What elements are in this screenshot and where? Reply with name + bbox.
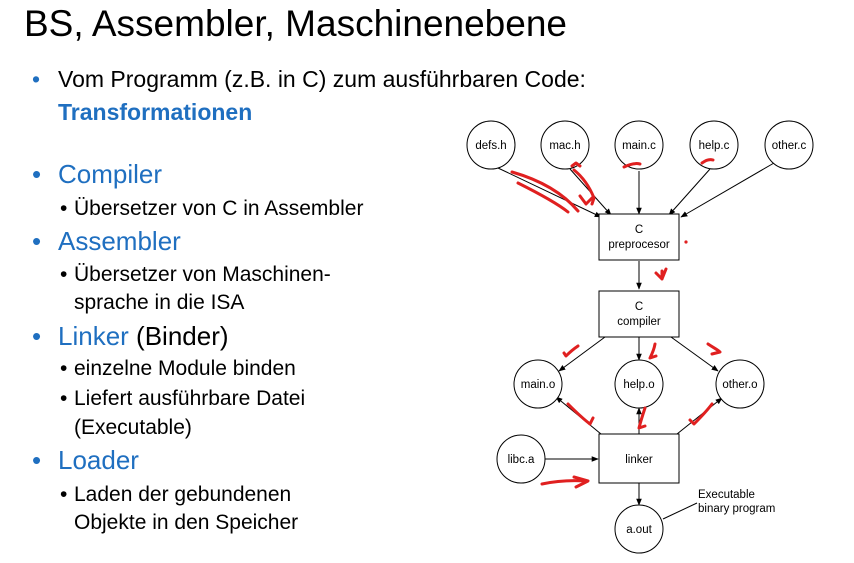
bullet-dot: •: [32, 445, 42, 475]
annotation-stroke: [688, 402, 714, 426]
edge-other-o-to-linker: [676, 397, 723, 435]
edge-compiler-to-main-o: [558, 336, 606, 372]
bullet-dot: •: [60, 483, 68, 506]
node-defs-h: [466, 120, 516, 170]
node-linker: [598, 433, 680, 484]
item-sub-continuation: Objekte in den Speicher: [74, 511, 299, 534]
annotation-stroke: [516, 181, 570, 214]
label-other-c: other.c: [772, 140, 807, 152]
bullet-dot: •: [32, 66, 41, 92]
node-main-c: [614, 120, 664, 170]
bullet-dot: •: [60, 387, 68, 410]
label-defs-h: defs.h: [475, 140, 506, 152]
intro-highlight: Transformationen: [58, 99, 253, 125]
node-preprocessor: [598, 213, 680, 261]
annotation-stroke: [700, 158, 715, 165]
item-sub-text: einzelne Module binden: [74, 357, 296, 380]
edge-compiler-to-other-o: [670, 336, 719, 372]
label-help-c: help.c: [699, 140, 730, 152]
label-main-o: main.o: [521, 379, 556, 391]
node-help-o: [614, 359, 664, 409]
slide-title: BS, Assembler, Maschinenebene: [24, 3, 567, 44]
label-compiler-line1: C: [635, 301, 643, 313]
annotation-stroke: [572, 168, 596, 206]
item-sub-continuation: sprache in die ISA: [74, 291, 245, 314]
bullet-dot: •: [60, 357, 68, 380]
bullet-dot: •: [60, 197, 68, 220]
node-help-c: [689, 120, 739, 170]
label-compiler-line2: compiler: [617, 316, 661, 328]
item-sub-text: Laden der gebundenen: [74, 483, 292, 506]
edge-other-to-preprocessor: [680, 162, 775, 218]
label-libc-a: libc.a: [508, 454, 535, 466]
diagram-edges: [497, 162, 775, 506]
bullet-dot: •: [32, 159, 42, 189]
annotation-stroke: [540, 479, 588, 486]
item-term: Compiler: [58, 159, 163, 189]
handwritten-annotations: [510, 158, 722, 489]
item-sub-continuation: (Executable): [74, 416, 192, 439]
node-other-c: [764, 120, 814, 170]
output-note-pointer: [662, 502, 698, 520]
item-term: Loader: [58, 445, 139, 475]
label-a-out: a.out: [626, 524, 652, 536]
node-a-out: [614, 504, 664, 554]
label-output-note-line1: Executable: [698, 489, 755, 501]
bullet-dot: •: [60, 263, 68, 286]
label-preprocessor-line1: C: [635, 224, 643, 236]
label-linker: linker: [625, 454, 653, 466]
bullet-dot: •: [32, 321, 42, 351]
item-term: Assembler: [58, 226, 181, 256]
intro-text: Vom Programm (z.B. in C) zum ausführbare…: [58, 66, 586, 92]
item-sub-text: Liefert ausführbare Datei: [74, 387, 306, 410]
label-help-o: help.o: [623, 379, 654, 391]
edge-help-to-preprocessor: [668, 168, 711, 216]
label-mac-h: mac.h: [549, 140, 580, 152]
node-main-o: [513, 359, 563, 409]
item-sub-text: Übersetzer von Maschinen-: [74, 263, 331, 286]
annotation-stroke: [570, 161, 582, 168]
bullet-dot: •: [32, 226, 42, 256]
annotation-stroke: [654, 267, 668, 281]
annotation-stroke: [572, 475, 590, 489]
annotation-stroke: [510, 170, 580, 213]
node-other-o: [715, 359, 765, 409]
annotation-stroke: [648, 342, 658, 360]
item-sub-text: Übersetzer von C in Assembler: [74, 197, 364, 220]
annotation-stroke: [578, 194, 594, 206]
annotation-stroke: [622, 162, 642, 169]
annotation-stroke: [637, 406, 647, 430]
label-preprocessor-line2: preprocesor: [608, 239, 670, 251]
annotation-stroke: [706, 342, 722, 356]
item-term: Linker: [58, 321, 129, 351]
node-libc-a: [496, 434, 546, 484]
label-other-o: other.o: [722, 379, 757, 391]
node-compiler: [598, 290, 680, 338]
item-term-suffix: (Binder): [128, 321, 229, 351]
edge-defs-to-preprocessor: [497, 167, 602, 218]
label-main-c: main.c: [622, 140, 656, 152]
annotation-stroke: [562, 344, 580, 358]
item-term-wrap: Linker (Binder): [58, 321, 229, 351]
node-mac-h: [540, 120, 590, 170]
annotation-dot: [684, 240, 688, 244]
label-output-note-line2: binary program: [698, 503, 775, 515]
annotation-stroke: [566, 402, 595, 426]
